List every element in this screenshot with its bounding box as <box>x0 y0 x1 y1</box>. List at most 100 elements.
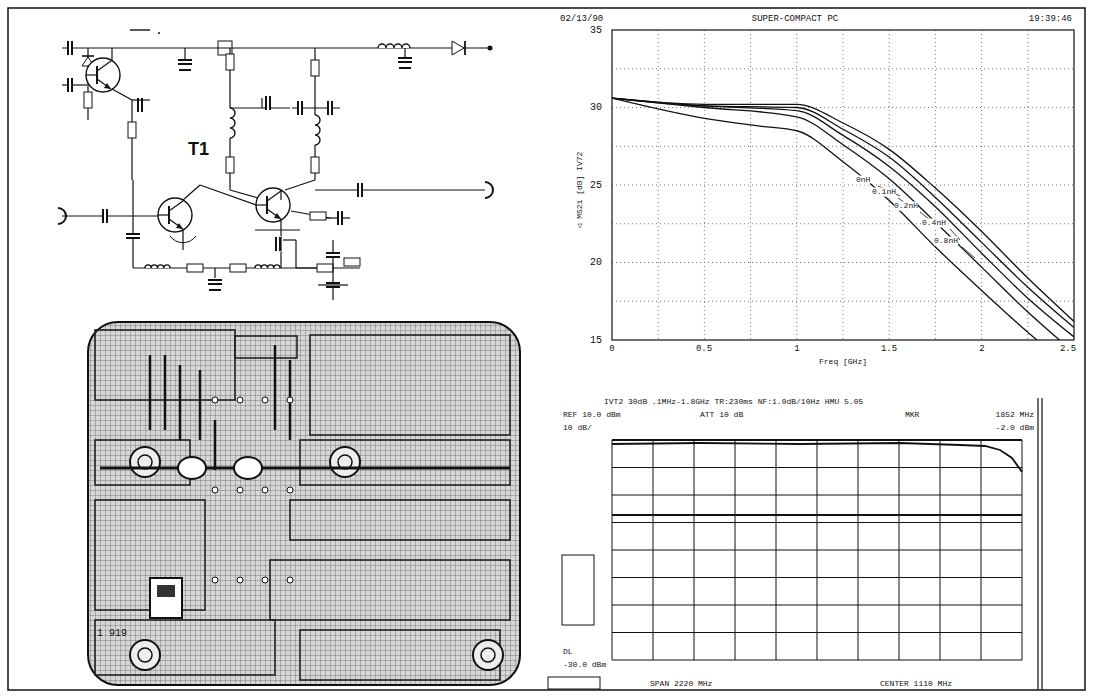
copper-area <box>310 335 510 435</box>
component-pad <box>150 578 182 618</box>
capacitor-symbol <box>297 100 303 116</box>
outer-frame <box>8 8 1085 690</box>
axis-tick: 1 <box>794 345 799 355</box>
wire <box>62 215 158 216</box>
pcb-trace <box>274 345 277 430</box>
inductor-symbol <box>255 265 280 268</box>
ground-symbol <box>179 69 191 71</box>
copper-area <box>95 620 275 675</box>
inductor-symbol <box>315 115 320 145</box>
copper-area <box>95 440 190 485</box>
marker-level: -2.0 dBm <box>996 424 1034 433</box>
wire <box>314 48 315 108</box>
wire <box>314 108 315 115</box>
plot-time: 19:39:46 <box>1029 15 1072 25</box>
reference-level: REF 10.0 dBm <box>563 411 621 420</box>
plot-frame <box>612 30 1074 340</box>
resistor-symbol <box>226 54 234 70</box>
pcb-trace <box>199 370 202 440</box>
s21-curve <box>612 98 1074 337</box>
axis-tick: 2 <box>979 345 984 355</box>
copper-area <box>300 440 510 485</box>
wire <box>184 48 185 60</box>
wire <box>280 219 281 268</box>
transistor-symbol <box>158 198 192 232</box>
grid-line <box>612 605 1022 606</box>
resistor-symbol <box>230 264 246 272</box>
mounting-hole <box>481 648 495 662</box>
wire <box>295 240 296 268</box>
copper-area <box>270 560 510 620</box>
grid-line <box>612 301 1074 302</box>
pcb-trace <box>100 467 510 470</box>
pcb-trace <box>164 355 167 430</box>
spectrum-screen <box>548 398 1042 690</box>
via <box>237 487 243 493</box>
wire <box>112 89 132 100</box>
wire <box>183 185 200 200</box>
grid-line <box>935 30 936 340</box>
grid-line <box>612 495 1022 496</box>
axis-tick: 20 <box>590 257 602 268</box>
grid-line <box>612 660 1022 661</box>
curve-label: 0.2nH <box>894 202 918 211</box>
wire <box>214 268 215 278</box>
grid-line <box>612 223 1074 224</box>
wire <box>62 84 87 85</box>
grid-line <box>612 107 1074 108</box>
ground-symbol <box>209 289 221 291</box>
board-number: 1 919 <box>97 628 127 639</box>
inductor-symbol <box>230 108 235 138</box>
component-pad <box>157 585 175 597</box>
wire <box>318 284 348 285</box>
capacitor-symbol <box>265 95 271 111</box>
wire <box>315 189 485 190</box>
grid-line <box>612 440 1022 441</box>
copper-area <box>290 500 510 540</box>
capacitor-symbol <box>337 210 343 226</box>
axis-tick: 2.5 <box>1060 345 1076 355</box>
grid-line <box>612 68 1074 69</box>
wire <box>280 190 281 200</box>
transistor-pad <box>178 457 206 479</box>
span-label: SPAN 2220 MHz <box>650 680 712 689</box>
wire <box>255 229 300 230</box>
screen-edge <box>1037 398 1038 690</box>
resistor-symbol <box>84 92 92 108</box>
mark <box>158 32 160 33</box>
mounting-hole <box>130 447 160 477</box>
wire <box>132 180 133 268</box>
pcb-trace <box>149 355 152 430</box>
mounting-hole <box>130 640 160 670</box>
wire <box>261 98 262 108</box>
via <box>262 577 268 583</box>
mounting-hole <box>473 640 503 670</box>
capacitor-symbol <box>67 40 73 56</box>
leader-line <box>962 247 975 258</box>
capacitor-symbol <box>357 182 363 198</box>
mounting-hole <box>138 648 152 662</box>
grid-line <box>981 30 982 340</box>
wire <box>283 239 296 240</box>
display-line <box>612 514 1022 516</box>
axis-title: ◁ MS21 [dB] IV72 <box>576 152 585 229</box>
axis-tick: 15 <box>590 335 602 346</box>
s21-curve <box>612 98 1056 340</box>
wire <box>230 107 290 108</box>
wire <box>111 48 112 61</box>
axis-tick: 1.5 <box>881 345 897 355</box>
pcb-board <box>88 322 520 685</box>
display-line-label: DL <box>563 648 573 657</box>
wire <box>285 180 315 190</box>
axis-tick: 25 <box>590 180 602 191</box>
axis-tick: 0.5 <box>696 345 712 355</box>
attenuation: ATT 10 dB <box>700 411 743 420</box>
via <box>287 577 293 583</box>
copper-area <box>300 630 500 680</box>
spectrum-trace <box>612 443 1022 472</box>
s21-plot <box>612 30 1074 356</box>
via <box>237 397 243 403</box>
grid-line <box>612 550 1022 551</box>
curve-label: 0.1nH <box>872 188 896 197</box>
s21-curve <box>612 98 1074 321</box>
